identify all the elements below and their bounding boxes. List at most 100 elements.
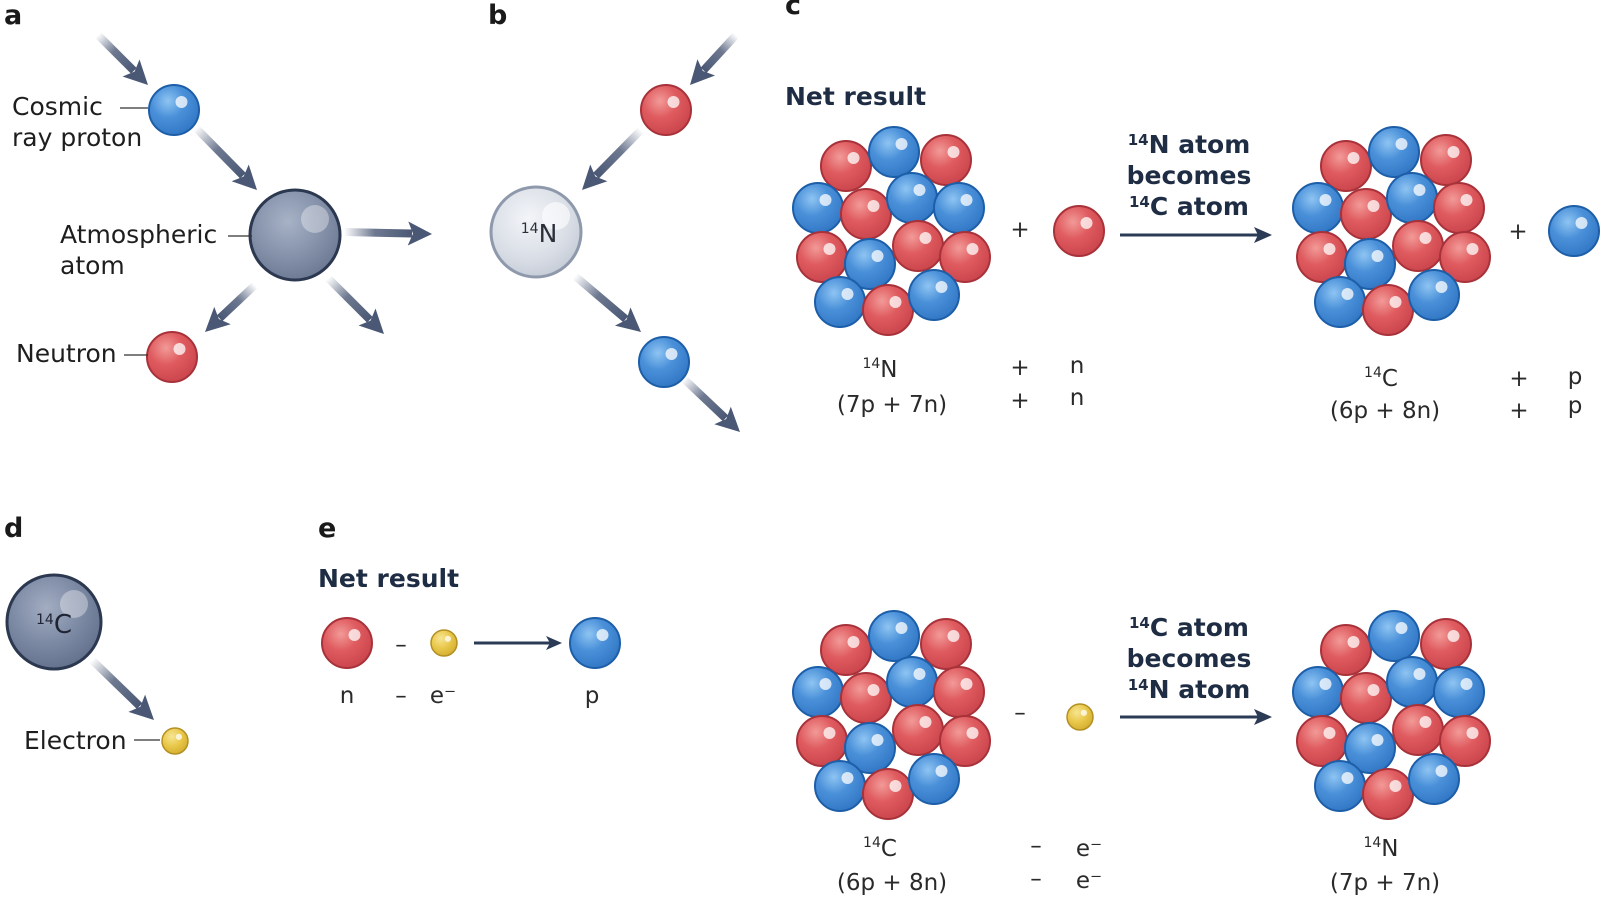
electron-sphere [1066,703,1094,731]
panel-e: Net result – n – e⁻ p – 14C atom becomes… [318,564,1491,896]
neutron-sphere [640,84,692,136]
panel-e-left-minus-1: – [1030,833,1042,859]
neutron-sphere [1053,205,1105,257]
nitrogen-14-nucleus [1292,610,1491,820]
panel-c: Net result + + 14N atom becomes 14C atom… [785,82,1600,424]
panel-e-right-symbol: 14N [1363,835,1398,862]
neutron [146,331,198,383]
panel-c-arrow-line1: 14N atom [1128,130,1251,159]
arrow-outgoing-neutron [204,282,258,333]
panel-e-left-sup: 14 [863,835,881,851]
nucleon-proton [1344,238,1396,290]
panel-c-plus-1: + [1010,217,1029,243]
panel-e-arrow-line1-rest: C atom [1150,613,1249,642]
electron-sphere [161,727,189,755]
panel-c-left-symbol: 14N [862,356,897,383]
panel-e-letter: e [318,513,336,544]
arrow-neutron-to-atom [581,127,644,191]
panel-e-left-symbol: 14C [863,835,897,862]
panel-c-neutron-symbol-1: n [1070,353,1085,379]
arrow-outgoing-right [343,221,432,246]
panel-c-right-plus-2: + [1509,398,1528,424]
nucleon-neutron [1439,231,1491,283]
panel-c-arrow-line1-sup: 14 [1128,131,1149,149]
panel-c-letter: c [785,0,801,21]
panel-e-electron-symbol-1: e⁻ [1076,836,1102,862]
panel-e-arrow-line3-rest: N atom [1149,675,1251,704]
panel-e-small-arrowhead [546,636,562,650]
n14-mass-number: 14 [521,221,539,237]
electron [430,629,458,657]
nucleon-neutron [796,231,848,283]
nucleon-neutron [862,768,914,820]
nucleon-proton [886,172,938,224]
carbon-14-nucleus [1292,126,1491,336]
n14-symbol: N [539,219,558,248]
nucleon-neutron [1433,182,1485,234]
panel-a-letter: a [4,0,22,31]
nucleon-neutron [933,666,985,718]
panel-b-arrows [572,32,740,432]
panel-e-arrow-line1-sup: 14 [1129,614,1150,632]
nucleon-neutron [1340,672,1392,724]
panel-c-left-plus-2: + [1010,388,1029,414]
c14-mass-number: 14 [36,612,54,628]
panel-e-minus-3: – [1014,700,1026,726]
nucleon-proton [1314,276,1366,328]
panel-c-right-plus-1: + [1509,366,1528,392]
nucleon-proton [1344,722,1396,774]
neutron-sphere [321,617,373,669]
nucleon-proton [1292,182,1344,234]
nucleon-neutron [796,715,848,767]
nucleon-neutron [1340,188,1392,240]
arrow-proton-to-atom [193,125,257,190]
panel-c-reaction-arrowhead [1254,227,1272,243]
nucleon-proton [908,753,960,805]
nucleon-neutron [1320,140,1372,192]
proton-sphere [638,336,690,388]
panel-e-right-letter: N [1381,836,1398,862]
nucleon-proton [844,238,896,290]
nucleon-proton [1314,760,1366,812]
arrow-outgoing-lower-right [325,275,385,335]
panel-c-left-composition: (7p + 7n) [837,392,947,418]
panel-b: 14N [489,32,740,432]
panel-e-electron-symbol-2: e⁻ [1076,868,1102,894]
panel-c-left-plus-1: + [1010,355,1029,381]
nucleon-proton [1433,666,1485,718]
panel-e-right-composition: (7p + 7n) [1330,870,1440,896]
arrow-proton-incoming [95,32,149,86]
proton-sphere [569,617,621,669]
neutron [321,617,373,669]
panel-e-proton-symbol: p [585,683,600,709]
electron-sphere [430,629,458,657]
neutron-sphere [146,331,198,383]
nucleon-neutron [1439,715,1491,767]
panel-e-left-composition: (6p + 8n) [837,870,947,896]
c14-symbol: C [54,610,72,640]
nucleon-neutron [840,672,892,724]
emitted-electron [161,727,189,755]
panel-e-title: Net result [318,564,459,593]
panel-a-arrows [95,32,432,335]
panel-c-title: Net result [785,82,926,111]
panel-e-electron-symbol: e⁻ [430,683,456,709]
nucleon-neutron [840,188,892,240]
incoming-neutron [640,84,692,136]
panel-e-arrow-line1: 14C atom [1129,613,1249,642]
captured-neutron [1053,205,1105,257]
outgoing-proton [638,336,690,388]
nucleon-neutron [892,704,944,756]
emitted-electron [1066,703,1094,731]
panel-c-right-composition: (6p + 8n) [1330,398,1440,424]
panel-e-left-letter: C [881,836,897,862]
panel-e-minus-1: – [395,632,407,658]
nitrogen-14-label: 14N [521,219,558,248]
nucleon-proton [886,656,938,708]
panel-c-plus-2: + [1508,219,1527,245]
nucleon-neutron [820,140,872,192]
nucleon-proton [1408,753,1460,805]
nucleon-neutron [862,284,914,336]
nucleon-proton [792,182,844,234]
